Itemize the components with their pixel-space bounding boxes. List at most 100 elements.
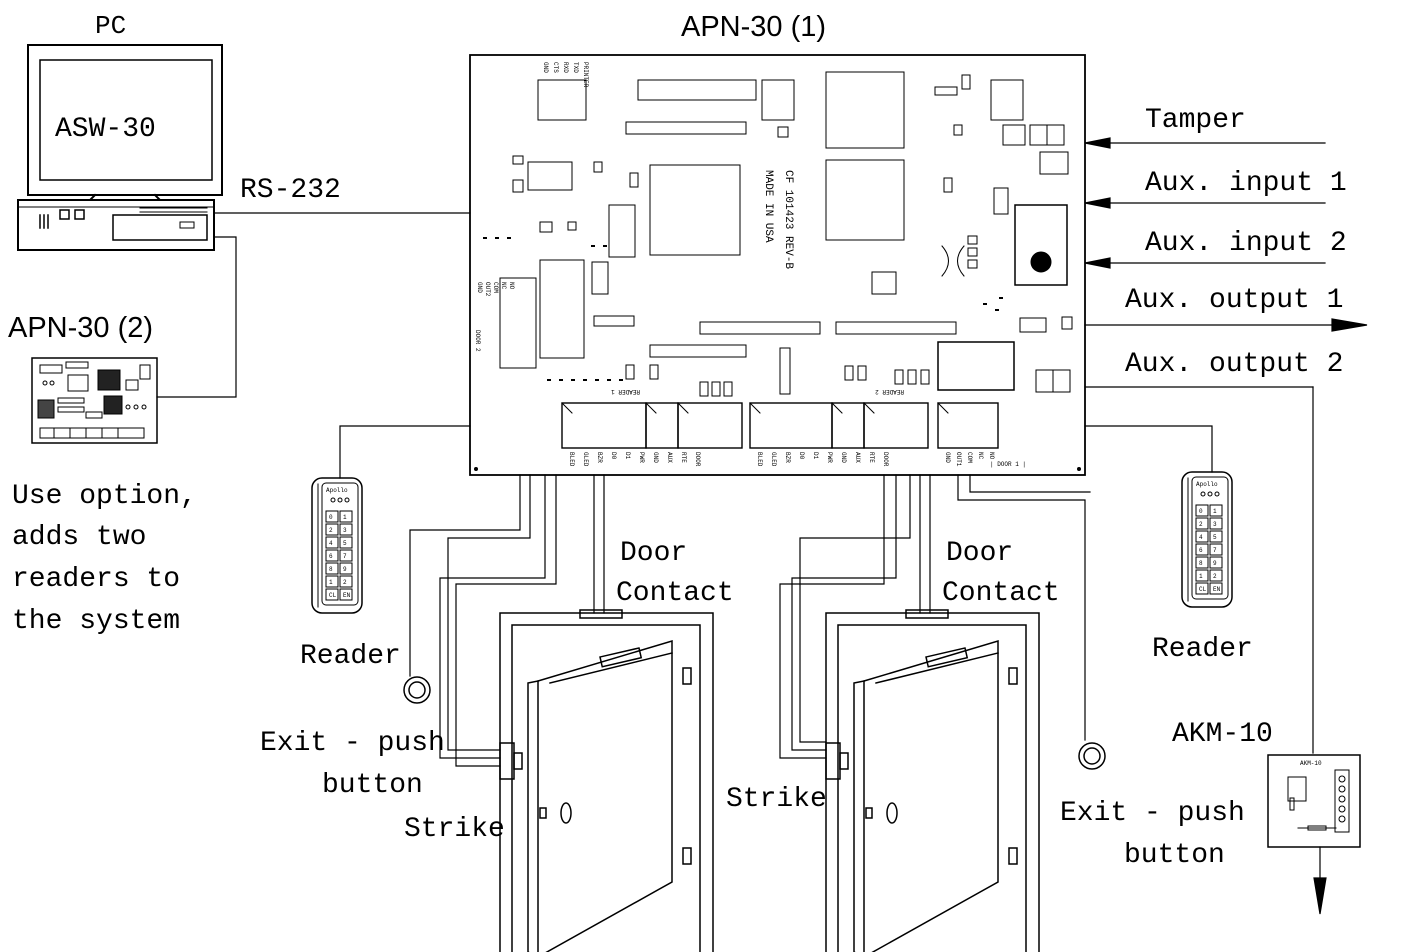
board-pin-label: D0: [798, 452, 805, 460]
board-pin-label: AUX: [666, 452, 673, 463]
apn30-main-label: APN-30 (1): [681, 11, 826, 43]
board-made-in: MADE IN USA: [762, 170, 774, 243]
board-pin-label: PWR: [638, 452, 645, 463]
apn30-main-board: [469, 54, 1086, 476]
board-door1-label: | DOOR 1 |: [990, 461, 1026, 468]
door-contact-right-line2: Contact: [942, 578, 1060, 609]
door-left-icon: [499, 609, 714, 952]
reader-key: [339, 523, 353, 536]
strike-left-label: Strike: [404, 814, 505, 845]
reader-key: [339, 536, 353, 549]
reader-key-label: 1: [329, 579, 333, 586]
reader-key: [1209, 504, 1223, 517]
board-pin-label: GND: [476, 282, 483, 293]
board-pin-label: GND: [652, 452, 659, 463]
reader-key: [325, 549, 339, 562]
reader-key: [325, 536, 339, 549]
board-pin-label: D1: [624, 452, 631, 460]
reader-key: [339, 575, 353, 588]
reader-key-label: CL: [1199, 586, 1207, 593]
reader-key: [1209, 530, 1223, 543]
exit-button-left-icon: [403, 676, 431, 704]
door-contact-left-line2: Contact: [616, 578, 734, 609]
board-pin-label: GND: [840, 452, 847, 463]
reader-key-label: 5: [343, 540, 347, 547]
board-part-number: CF 101423 REV-B: [782, 170, 794, 269]
asw-label: ASW-30: [55, 114, 156, 145]
pc-label: PC: [95, 11, 126, 41]
reader-key-label: 4: [1199, 534, 1203, 541]
reader-key-label: 2: [329, 527, 333, 534]
reader-key-label: EN: [1213, 586, 1221, 593]
reader-key: [1195, 530, 1209, 543]
right-signal-lines: [1084, 137, 1368, 754]
reader-key: [339, 549, 353, 562]
reader-key-label: 4: [329, 540, 333, 547]
door-wiring: [409, 474, 1091, 767]
board-pin-label: NC: [977, 452, 984, 460]
reader-key: [1209, 569, 1223, 582]
aux-input-2-label: Aux. input 2: [1145, 228, 1347, 259]
reader-right-cable: [1084, 425, 1213, 473]
board-pin-label: NO: [508, 282, 515, 290]
option-note-line: readers to: [12, 564, 180, 595]
strike-right-label: Strike: [726, 784, 827, 815]
reader-key-label: 6: [329, 553, 333, 560]
reader-key-label: 0: [1199, 508, 1203, 515]
reader-key: [1209, 517, 1223, 530]
rs232-label: RS-232: [240, 175, 341, 206]
exit-left-line2: button: [322, 770, 423, 801]
door-contact-right-line1: Door: [946, 538, 1013, 569]
reader-key-label: 9: [1213, 560, 1217, 567]
reader-key-label: 2: [1199, 521, 1203, 528]
board-pin-label: RTE: [868, 452, 875, 463]
board-pin-label: COM: [966, 452, 973, 463]
reader-key: [325, 510, 339, 523]
reader-key-label: 1: [1199, 573, 1203, 580]
board-pin-label: AUX: [854, 452, 861, 463]
reader-key: [1209, 556, 1223, 569]
aux-input-1-label: Aux. input 1: [1145, 168, 1347, 199]
reader-key-label: 8: [1199, 560, 1203, 567]
board-pin-label: BLED: [756, 452, 763, 467]
reader-key-label: 7: [1213, 547, 1217, 554]
reader-key-label: 2: [343, 579, 347, 586]
board-pin-label: RXD: [562, 62, 569, 73]
reader-left-label: Reader: [300, 641, 401, 672]
reader-key: [1209, 543, 1223, 556]
reader-key: [1195, 582, 1209, 595]
reader-housing: [1181, 471, 1233, 608]
reader-left-cable: [339, 425, 471, 479]
reader-key-label: 9: [343, 566, 347, 573]
board-pin-label: NO: [988, 452, 995, 460]
akm10-module: [1267, 754, 1361, 848]
reader-key: [1209, 582, 1223, 595]
option-note-line: the system: [12, 606, 180, 637]
reader-key: [325, 523, 339, 536]
apn30-option-label: APN-30 (2): [8, 312, 153, 344]
board-pin-label: OUT2: [484, 282, 491, 297]
board-pin-label: PRINTER: [582, 62, 589, 88]
exit-right-line2: button: [1124, 840, 1225, 871]
reader-key: [1195, 543, 1209, 556]
reader-brand: Apollo: [1196, 481, 1218, 488]
board-pin-label: DOOR: [694, 452, 701, 467]
reader-key-label: 2: [1213, 573, 1217, 580]
rs232-cable: [156, 212, 471, 398]
reader-key-label: 8: [329, 566, 333, 573]
exit-left-line1: Exit - push: [260, 728, 445, 759]
reader-key-label: 0: [329, 514, 333, 521]
board-pin-label: OUT1: [955, 452, 962, 467]
tamper-label: Tamper: [1145, 105, 1246, 136]
board-pin-label: GLED: [770, 452, 777, 467]
akm10-label: AKM-10: [1172, 719, 1273, 750]
reader-brand: Apollo: [326, 487, 348, 494]
option-note-line: adds two: [12, 522, 146, 553]
reader-key: [339, 562, 353, 575]
board-pin-label: GND: [542, 62, 549, 73]
board-pin-label: COM: [492, 282, 499, 293]
board-pin-label: BZR: [596, 452, 603, 463]
